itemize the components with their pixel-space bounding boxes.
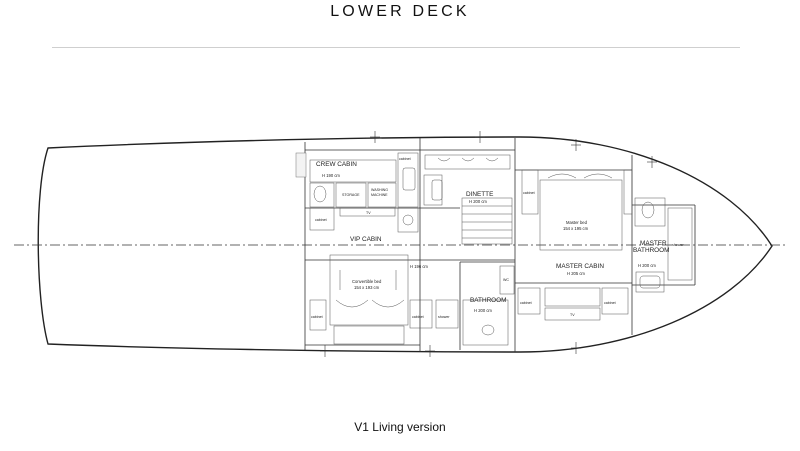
convertible-bed-name: Convertible bed xyxy=(352,279,382,284)
crew-cabinet-right-label: cabinet xyxy=(399,157,411,161)
dinette-furniture xyxy=(423,154,513,245)
master-tv-label: TV xyxy=(570,313,575,317)
master-bathroom-label-2: BATHROOM xyxy=(633,247,669,254)
storage-label: STORAGE xyxy=(342,193,360,197)
bulkheads xyxy=(304,138,696,352)
title-divider xyxy=(52,47,740,48)
bathroom-label: BATHROOM xyxy=(470,297,506,304)
vip-shower-label: shower xyxy=(438,315,450,319)
vip-cabinet-right-label: cabinet xyxy=(412,315,424,319)
master-cabin-label: MASTER CABIN xyxy=(556,263,604,270)
hull-outline xyxy=(37,136,773,353)
master-cabin-furniture xyxy=(517,169,633,321)
master-bathroom-height: H 200 cm xyxy=(638,263,656,268)
bathroom-height: H 200 cm xyxy=(474,308,492,313)
convertible-bed-size: 154 x 193 cm xyxy=(354,285,380,290)
master-shower-label: shower xyxy=(672,243,684,247)
vip-cabin-furniture xyxy=(309,254,459,345)
master-cabinet-left-label: cabinet xyxy=(520,301,532,305)
crew-cabin-height: H 190 cm xyxy=(322,173,340,178)
bathroom-furniture xyxy=(462,265,515,346)
dinette-label: DINETTE xyxy=(466,191,493,198)
washing-machine-label-2: MACHINE xyxy=(371,193,388,197)
vip-cabin-height: H 196 cm xyxy=(410,264,428,269)
bathroom-wc-label: WC xyxy=(503,278,509,282)
page-title: LOWER DECK xyxy=(330,3,470,20)
plan-caption: V1 Living version xyxy=(354,420,446,434)
washing-machine-label-1: WASHING xyxy=(371,188,388,192)
master-cabin-height: H 205 cm xyxy=(567,271,585,276)
crew-cabin-label: CREW CABIN xyxy=(316,161,357,168)
crew-cabin-furniture xyxy=(295,152,419,233)
master-bed-name: Master bed xyxy=(566,220,588,225)
crew-cabinet-label: cabinet xyxy=(315,218,327,222)
vip-cabin-label: VIP CABIN xyxy=(350,236,382,243)
master-bathroom-label-1: MASTER xyxy=(640,240,667,247)
master-bed-size: 154 x 195 cm xyxy=(563,226,589,231)
vip-cabinet-left-label: cabinet xyxy=(311,315,323,319)
station-marks xyxy=(320,131,657,357)
dinette-height: H 200 cm xyxy=(469,199,487,204)
crew-tv-label: TV xyxy=(366,211,371,215)
master-bathroom-furniture xyxy=(634,197,693,293)
master-cabinet-right-label: cabinet xyxy=(604,301,616,305)
master-cabinet-top-label: cabinet xyxy=(523,191,535,195)
